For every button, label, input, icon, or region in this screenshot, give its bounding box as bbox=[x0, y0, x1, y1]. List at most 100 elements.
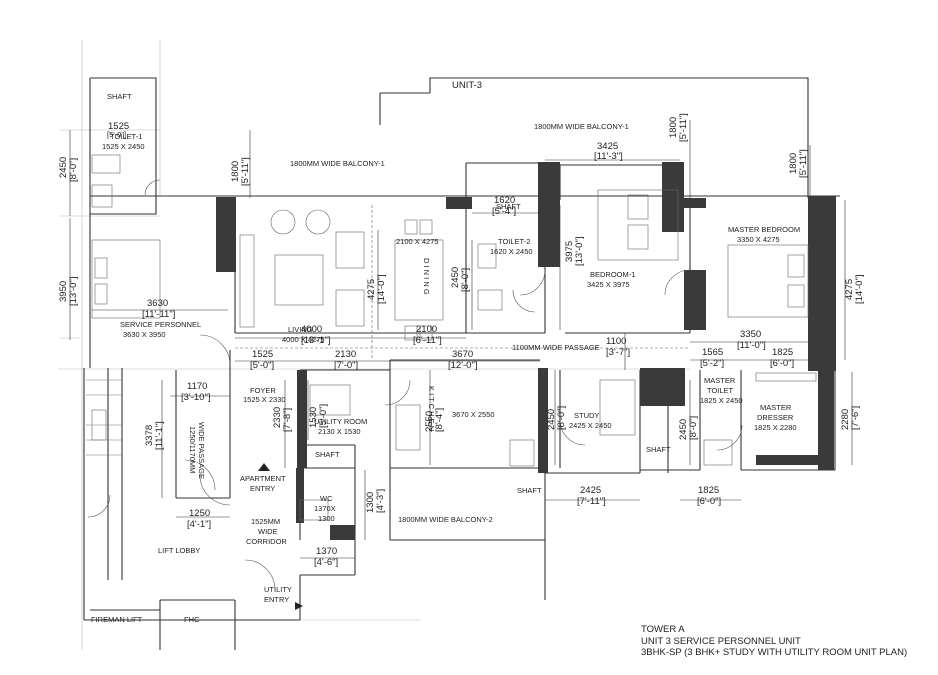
label-toilet1-imp: [5'-0"] bbox=[107, 130, 126, 139]
label-master-toilet-2: TOILET bbox=[707, 386, 734, 395]
label-toilet1-size: 1525 X 2450 bbox=[102, 142, 145, 151]
label-shaft-bottom: SHAFT bbox=[517, 486, 542, 495]
dim-2450-left: 2450 bbox=[58, 157, 69, 178]
label-foyer: FOYER bbox=[250, 386, 276, 395]
label-dining-size: 2100 X 4275 bbox=[396, 237, 439, 246]
label-living-size: 4000 X 4275 bbox=[282, 335, 325, 344]
label-foyer-size: 1525 X 2330 bbox=[243, 395, 286, 404]
dim-1300-imp: [4'-3"] bbox=[375, 489, 386, 513]
dim-2130-imp: [7'-0"] bbox=[334, 360, 358, 371]
label-apartment-entry-2: ENTRY bbox=[250, 484, 275, 493]
label-utility-entry: UTILITY bbox=[264, 585, 292, 594]
label-master-bedroom-size: 3350 X 4275 bbox=[737, 235, 780, 244]
furniture bbox=[91, 154, 817, 521]
label-bedroom1: BEDROOM-1 bbox=[590, 270, 635, 279]
dimension-lines bbox=[69, 120, 853, 559]
dim-3670-imp: [12'-0"] bbox=[448, 360, 477, 371]
outer-walls bbox=[83, 77, 840, 650]
dim-2100: 2100 bbox=[416, 324, 437, 335]
title-line-1: TOWER A bbox=[641, 624, 685, 635]
label-master-dresser-size: 1825 X 2280 bbox=[754, 423, 797, 432]
dim-3670: 3670 bbox=[452, 349, 473, 360]
label-corridor-3: CORRIDOR bbox=[246, 537, 287, 546]
title-line-2: UNIT 3 SERVICE PERSONNEL UNIT bbox=[641, 635, 801, 647]
label-wc: WC bbox=[320, 494, 333, 503]
study-desk bbox=[599, 379, 636, 436]
dim-4000-imp: [13'-1"] bbox=[301, 335, 330, 346]
label-toilet1-dim: 1525 bbox=[108, 121, 129, 132]
title-line-3: 3BHK-SP (3 BHK+ STUDY WITH UTILITY ROOM … bbox=[641, 647, 908, 658]
service-bed bbox=[91, 239, 161, 319]
kitchen-counter bbox=[395, 404, 421, 451]
dim-2450-study-imp: [8'-0"] bbox=[556, 406, 567, 430]
dim-3378-imp: [11'-1"] bbox=[154, 421, 165, 450]
dim-1100-imp: [3'-7"] bbox=[606, 347, 630, 358]
label-balcony-left: 1800MM WIDE BALCONY-1 bbox=[290, 159, 385, 168]
bedroom1-bed bbox=[597, 189, 679, 261]
label-fhc: FHC bbox=[184, 615, 200, 624]
dim-1800-a: 1800 bbox=[230, 161, 241, 182]
label-shaft-mid: SHAFT bbox=[646, 445, 671, 454]
dim-1565: 1565 bbox=[702, 347, 723, 358]
dim-1800-c-imp: [5'-11"] bbox=[798, 149, 809, 178]
dim-1300: 1300 bbox=[365, 492, 376, 513]
dim-1620: 1620 bbox=[494, 195, 515, 206]
label-kitchen: K I T C H E N bbox=[427, 386, 436, 431]
dim-1800-b-imp: [5'-11"] bbox=[678, 113, 689, 142]
unit-label: UNIT-3 bbox=[452, 80, 482, 91]
label-passage: 1100MM WIDE PASSAGE bbox=[512, 343, 600, 352]
label-kitchen-size: 3670 X 2550 bbox=[452, 410, 495, 419]
master-bed bbox=[727, 244, 809, 318]
dim-1825-b-imp: [6'-0"] bbox=[697, 496, 721, 507]
label-wide-passage: 1250/1170MM bbox=[188, 426, 197, 473]
dim-2425-imp: [7'-11"] bbox=[577, 496, 606, 507]
dim-1530: 1530 bbox=[308, 407, 319, 428]
label-master-toilet-size: 1825 X 2450 bbox=[700, 396, 743, 405]
dim-3950: 3950 bbox=[58, 281, 69, 302]
dim-1825-b: 1825 bbox=[698, 485, 719, 496]
dim-1800-b: 1800 bbox=[668, 117, 679, 138]
dining-table bbox=[394, 239, 444, 321]
dim-1800-c: 1800 bbox=[788, 153, 799, 174]
dim-1170-imp: [3'-10"] bbox=[181, 392, 210, 403]
label-corridor-2: WIDE bbox=[258, 527, 278, 536]
label-living: LIVING bbox=[288, 325, 313, 334]
dim-2450-t2-imp: [8'-0"] bbox=[460, 268, 471, 292]
dim-2330: 2330 bbox=[272, 407, 283, 428]
dim-4275-mid-imp: [14'-0"] bbox=[376, 275, 387, 304]
label-dining: D I N I N G bbox=[422, 258, 431, 295]
room-labels: SHAFT 1525 [5'-0"] TOILET-1 1525 X 2450 … bbox=[91, 92, 800, 624]
dim-3975-imp: [13'-0"] bbox=[574, 237, 585, 266]
dim-2425: 2425 bbox=[580, 485, 601, 496]
dim-3630: 3630 bbox=[147, 298, 168, 309]
dim-1370: 1370 bbox=[316, 546, 337, 557]
doors bbox=[87, 179, 743, 591]
label-fireman-lift: FIREMAN LIFT bbox=[91, 615, 143, 624]
dimension-labels: 2450 [8'-0"] 1800 [5'-11"] 3950 [13'-0"]… bbox=[58, 113, 865, 568]
dim-3630-imp: [11'-11"] bbox=[142, 309, 175, 320]
dim-4275-mid: 4275 bbox=[366, 279, 377, 300]
dim-2450-mt: 2450 bbox=[678, 419, 689, 440]
dim-1825-a: 1825 bbox=[772, 347, 793, 358]
armchair bbox=[335, 231, 365, 269]
label-balcony-2: 1800MM WIDE BALCONY-2 bbox=[398, 515, 493, 524]
dim-2550-imp: [8'-4"] bbox=[434, 408, 445, 432]
label-bedroom1-size: 3425 X 3975 bbox=[587, 280, 630, 289]
label-study-size: 2425 X 2450 bbox=[569, 421, 612, 430]
dim-1565-imp: [5'-2"] bbox=[700, 358, 724, 369]
dim-3425: 3425 bbox=[597, 141, 618, 152]
dim-2550: 2550 bbox=[424, 411, 435, 432]
dim-3350: 3350 bbox=[740, 329, 761, 340]
label-utility-room-size: 2130 X 1530 bbox=[318, 427, 361, 436]
label-lift-lobby: LIFT LOBBY bbox=[158, 546, 200, 555]
dim-1525: 1525 bbox=[252, 349, 273, 360]
label-utility-room: UTILITY ROOM bbox=[314, 417, 367, 426]
dim-2330-imp: [7'-8"] bbox=[282, 408, 293, 432]
lift-hatch bbox=[86, 379, 122, 456]
label-corridor: 1525MM bbox=[251, 517, 280, 526]
dim-1530-imp: [5'-0"] bbox=[318, 404, 329, 428]
dim-3378: 3378 bbox=[144, 425, 155, 446]
toilet2-wc bbox=[477, 289, 503, 311]
dim-2450-t2: 2450 bbox=[450, 267, 461, 288]
